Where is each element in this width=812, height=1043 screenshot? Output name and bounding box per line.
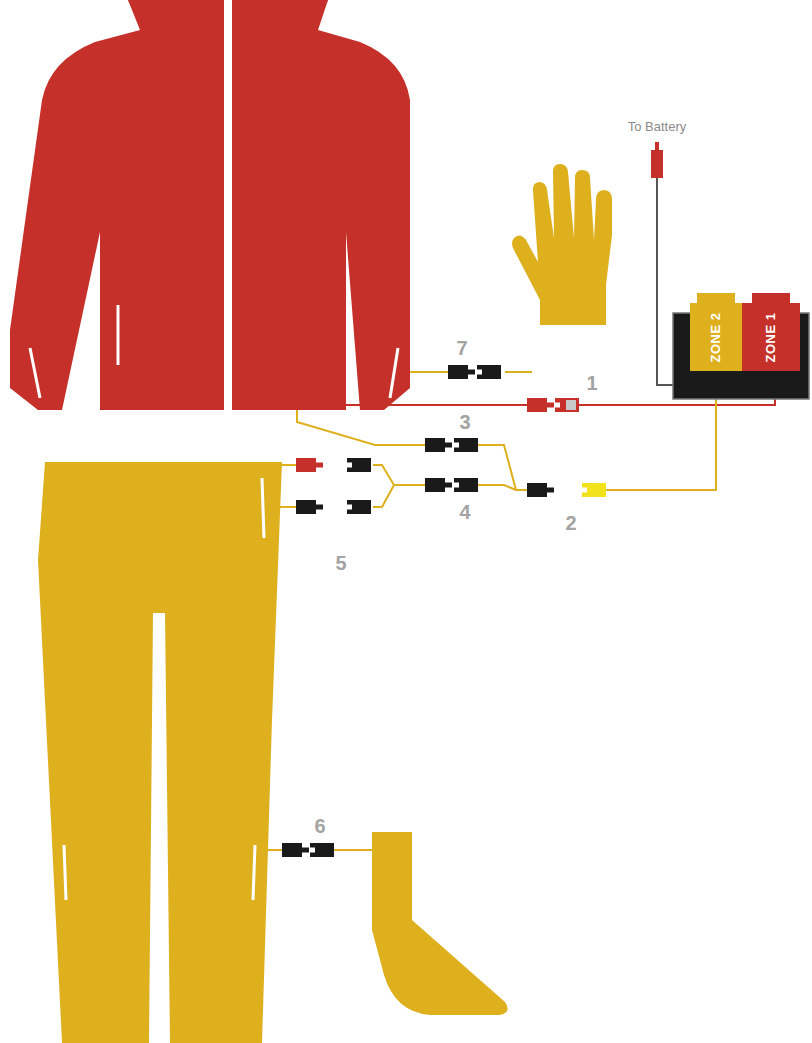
reflective-strip — [64, 845, 66, 900]
zone-label: ZONE 1 — [764, 312, 779, 362]
callout-number: 7 — [456, 337, 467, 360]
pants — [38, 462, 282, 1043]
controller — [673, 293, 809, 399]
reflective-strip — [30, 348, 40, 398]
pocket-line — [262, 478, 264, 538]
female-plug — [454, 438, 478, 452]
jacket-body — [10, 0, 224, 410]
plug-cap — [566, 400, 576, 410]
female-plug — [555, 398, 579, 412]
male-plug — [296, 458, 323, 472]
zone-box: ZONE 2 — [690, 303, 742, 371]
callout-number: 3 — [459, 411, 470, 434]
jacket-trim — [30, 305, 398, 398]
pants-split-wire — [373, 465, 425, 507]
pocket-line — [117, 305, 120, 365]
callout-number: 1 — [586, 372, 597, 395]
male-plug — [448, 365, 475, 379]
male-plug — [527, 483, 554, 497]
wire — [478, 444, 503, 446]
gap — [554, 488, 582, 492]
female-plug — [454, 478, 478, 492]
jacket — [10, 0, 410, 410]
reflective-strip — [253, 845, 255, 900]
callout-number: 2 — [565, 512, 576, 535]
sock — [372, 832, 508, 1015]
callout-number: 6 — [314, 815, 325, 838]
zone-label: ZONE 2 — [709, 312, 724, 362]
pants-trim — [64, 478, 264, 900]
split-wire — [503, 445, 527, 490]
male-plug — [527, 398, 554, 412]
female-plug — [347, 458, 371, 472]
male-plug — [425, 478, 452, 492]
male-plug — [282, 843, 309, 857]
reflective-strip — [390, 348, 398, 398]
jacket-collar — [232, 0, 328, 42]
wire — [478, 484, 503, 486]
battery-plug-pin — [655, 142, 659, 150]
zone-box: ZONE 1 — [742, 303, 800, 371]
female-plug — [582, 483, 606, 497]
glove — [512, 164, 612, 325]
wires — [266, 178, 775, 850]
battery-plug-body — [651, 150, 663, 178]
callout-number: 4 — [459, 501, 470, 524]
pants-body — [38, 462, 282, 1043]
male-plug — [296, 500, 323, 514]
female-plug — [347, 500, 371, 514]
female-plug — [310, 843, 334, 857]
pants-wire — [277, 465, 296, 507]
male-plug — [425, 438, 452, 452]
jacket-zone2-wire — [297, 410, 425, 445]
connectors — [282, 365, 606, 857]
callout-number: 5 — [335, 552, 346, 575]
jacket-body — [232, 0, 410, 410]
battery-plug — [651, 142, 663, 178]
female-plug — [477, 365, 501, 379]
note: To Battery — [628, 119, 687, 134]
jacket-collar — [128, 0, 224, 42]
